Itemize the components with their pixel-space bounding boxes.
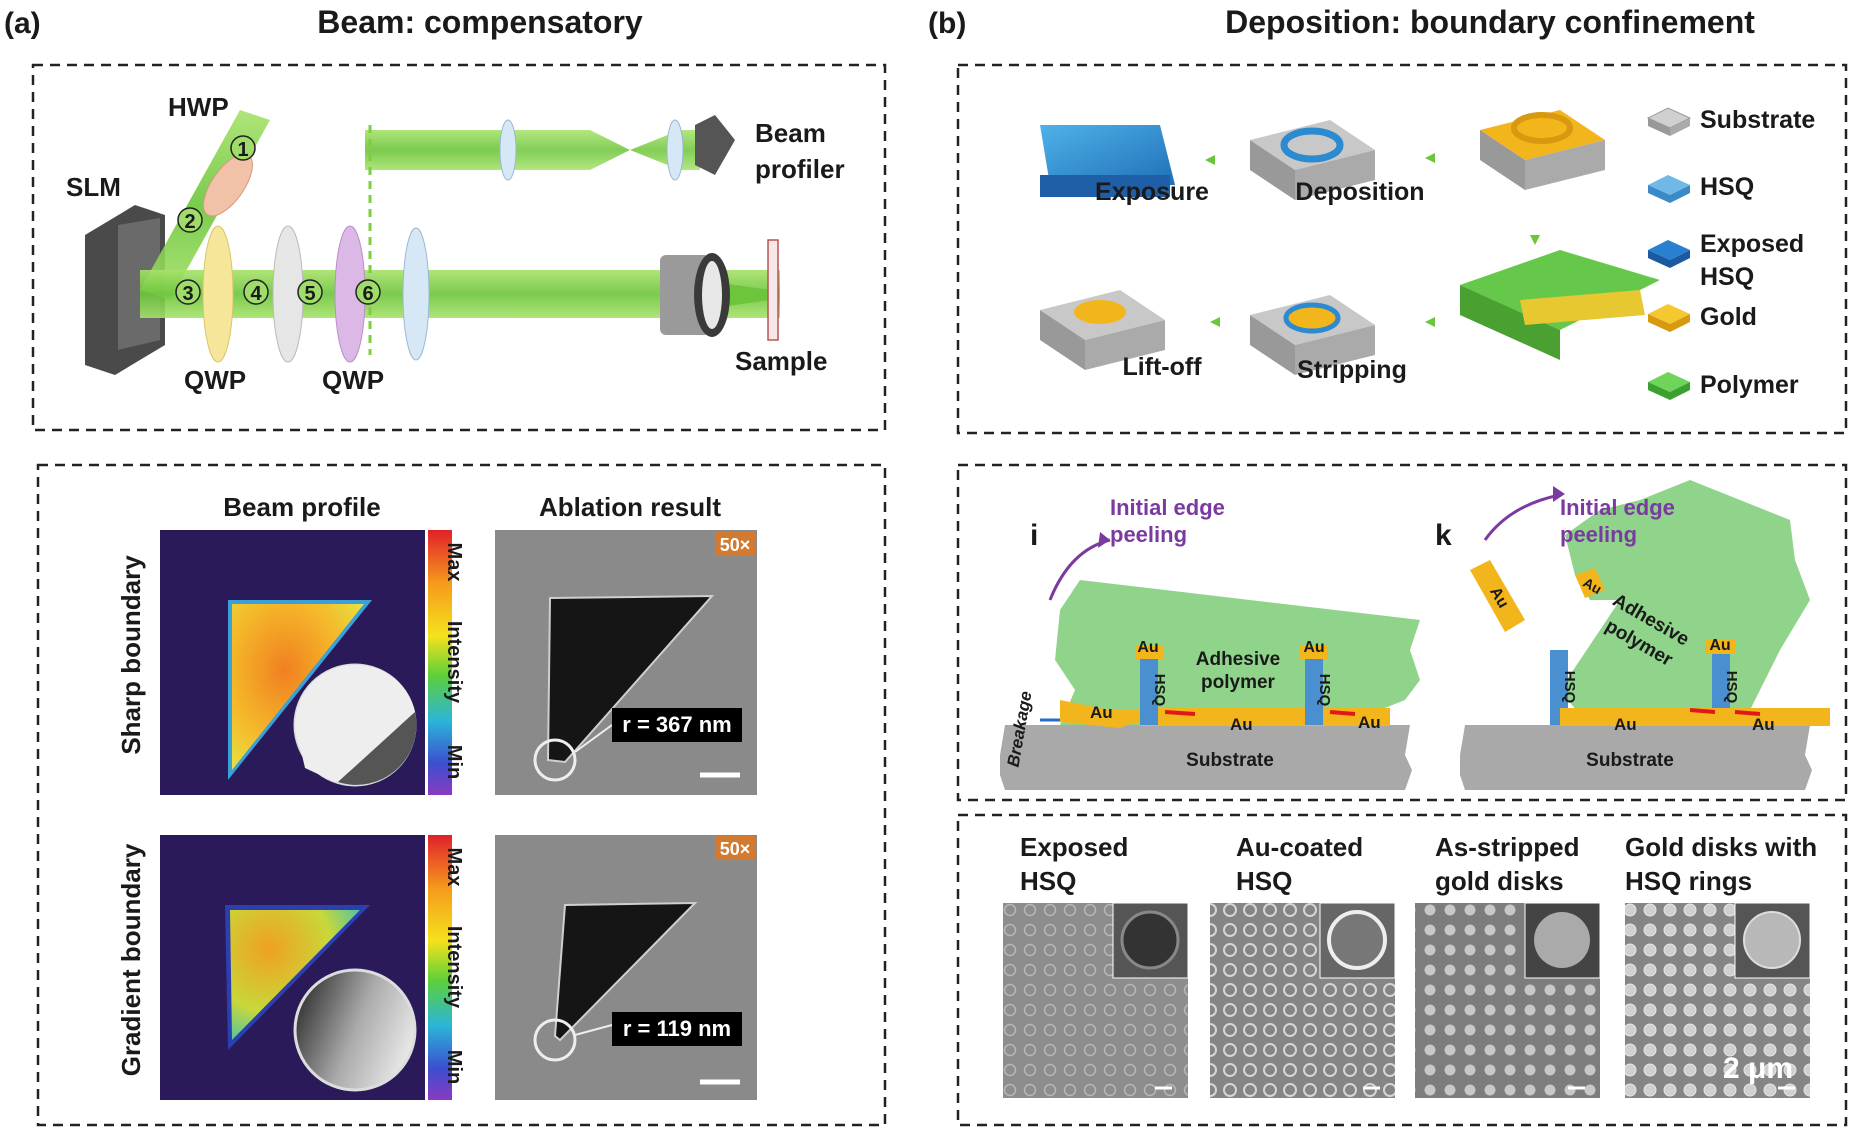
step-exposure: Exposure bbox=[1095, 178, 1209, 206]
beam-profile-gradient bbox=[160, 835, 425, 1100]
sem-col1-2: HSQ bbox=[1020, 866, 1076, 896]
colorbar-gradient bbox=[428, 835, 452, 1100]
hsq-i-2: HSQ bbox=[1316, 674, 1333, 707]
sample-slide bbox=[767, 239, 779, 341]
adhesive-i-1: Adhesive bbox=[1196, 649, 1280, 670]
colorbar-min-sharp: Min bbox=[443, 745, 465, 779]
sem-col3-2: gold disks bbox=[1435, 866, 1564, 896]
magnification-gradient: 50× bbox=[720, 839, 751, 859]
label-sample: Sample bbox=[735, 346, 828, 376]
marker-4: 4 bbox=[250, 283, 262, 305]
path-markers: 1 2 3 4 5 6 bbox=[175, 135, 381, 305]
colorbar-sharp bbox=[428, 530, 452, 795]
label-i: i bbox=[1030, 519, 1038, 552]
legend bbox=[1646, 107, 1692, 400]
legend-exposed-hsq-1: Exposed bbox=[1700, 230, 1804, 258]
peeling-i-1: Initial edge bbox=[1110, 495, 1225, 520]
sem-col1-1: Exposed bbox=[1020, 832, 1128, 862]
row-gradient-boundary: Gradient boundary bbox=[116, 843, 146, 1076]
step-stripping: Stripping bbox=[1297, 356, 1407, 384]
optical-setup: 1 2 3 4 5 6 bbox=[85, 110, 780, 375]
sem-col4-2: HSQ rings bbox=[1625, 866, 1752, 896]
sem-scale-bar: 2 μm bbox=[1723, 1052, 1793, 1085]
step-deposition: Deposition bbox=[1295, 178, 1424, 206]
col-beam-profile: Beam profile bbox=[223, 492, 381, 522]
sem-frame bbox=[956, 813, 1848, 1127]
colorbar-max-sharp: Max bbox=[443, 543, 465, 582]
marker-2: 2 bbox=[184, 211, 195, 233]
label-qwp-1: QWP bbox=[184, 365, 246, 395]
legend-exposed-hsq-2: HSQ bbox=[1700, 263, 1754, 291]
marker-3: 3 bbox=[182, 283, 193, 305]
au-k-4: Au bbox=[1614, 715, 1637, 734]
qwp1-plate bbox=[202, 225, 234, 363]
colorbar-intensity-sharp: Intensity bbox=[443, 621, 465, 704]
sem-col2-2: HSQ bbox=[1236, 866, 1292, 896]
colorbar-max-gradient: Max bbox=[443, 848, 465, 887]
substrate-k: Substrate bbox=[1586, 750, 1674, 771]
hsq-i-1: HSQ bbox=[1151, 674, 1168, 707]
label-qwp-2: QWP bbox=[322, 365, 384, 395]
au-i-4: Au bbox=[1230, 715, 1253, 734]
au-i-5: Au bbox=[1358, 713, 1381, 732]
row-sharp-boundary: Sharp boundary bbox=[116, 555, 146, 755]
mechanism-k bbox=[1460, 480, 1830, 790]
sem-col4-1: Gold disks with bbox=[1625, 832, 1817, 862]
legend-polymer: Polymer bbox=[1700, 371, 1799, 399]
sem-as-stripped-gold bbox=[1415, 902, 1601, 1098]
process-diagram bbox=[1040, 110, 1660, 375]
panel-a-label: (a) bbox=[4, 7, 41, 40]
panel-b-title: Deposition: boundary confinement bbox=[1225, 4, 1755, 40]
sem-col2-1: Au-coated bbox=[1236, 832, 1363, 862]
au-k-3: Au bbox=[1709, 637, 1730, 654]
marker-5: 5 bbox=[304, 283, 315, 305]
legend-hsq: HSQ bbox=[1700, 173, 1754, 201]
setup-frame bbox=[31, 63, 887, 432]
panel-a-title: Beam: compensatory bbox=[317, 4, 643, 40]
process-frame bbox=[956, 63, 1848, 435]
sem-exposed-hsq bbox=[1003, 902, 1189, 1098]
sem-col3-1: As-stripped bbox=[1435, 832, 1579, 862]
radius-sharp: r = 367 nm bbox=[622, 712, 731, 737]
peeling-k-2: peeling bbox=[1560, 522, 1637, 547]
col-ablation-result: Ablation result bbox=[539, 492, 721, 522]
label-beam-profiler-2: profiler bbox=[755, 154, 845, 184]
ablation-gradient bbox=[495, 835, 757, 1100]
au-i-3: Au bbox=[1303, 639, 1324, 656]
panel-b-label: (b) bbox=[928, 7, 966, 40]
step-liftoff: Lift-off bbox=[1122, 353, 1202, 381]
radius-gradient: r = 119 nm bbox=[623, 1016, 731, 1041]
sem-au-coated-hsq bbox=[1210, 902, 1396, 1098]
colorbar-intensity-gradient: Intensity bbox=[443, 926, 465, 1009]
substrate-i: Substrate bbox=[1186, 750, 1274, 771]
colorbar-min-gradient: Min bbox=[443, 1050, 465, 1084]
results-frame bbox=[36, 463, 887, 1127]
marker-6: 6 bbox=[362, 283, 373, 305]
legend-substrate: Substrate bbox=[1700, 106, 1815, 134]
label-beam-profiler-1: Beam bbox=[755, 118, 826, 148]
hsq-k-1: HSQ bbox=[1561, 671, 1578, 704]
sem-gold-with-hsq-rings bbox=[1625, 902, 1811, 1098]
mechanism-frame bbox=[956, 463, 1848, 802]
hsq-k-2: HSQ bbox=[1723, 671, 1740, 704]
beam-profiler bbox=[695, 115, 735, 175]
magnification-sharp: 50× bbox=[720, 535, 751, 555]
marker-1: 1 bbox=[237, 139, 248, 161]
au-k-5: Au bbox=[1752, 715, 1775, 734]
legend-gold: Gold bbox=[1700, 303, 1757, 331]
label-hwp: HWP bbox=[168, 92, 229, 122]
au-i-2: Au bbox=[1137, 639, 1158, 656]
beam-profile-sharp bbox=[160, 530, 425, 795]
beam-upper bbox=[365, 130, 505, 170]
label-slm: SLM bbox=[66, 172, 121, 202]
au-i-1: Au bbox=[1090, 703, 1113, 722]
ablation-sharp bbox=[495, 530, 757, 795]
adhesive-i-2: polymer bbox=[1201, 672, 1276, 693]
mechanism-i bbox=[1000, 532, 1420, 790]
label-k: k bbox=[1435, 519, 1452, 552]
peeling-i-2: peeling bbox=[1110, 522, 1187, 547]
peeling-k-1: Initial edge bbox=[1560, 495, 1675, 520]
